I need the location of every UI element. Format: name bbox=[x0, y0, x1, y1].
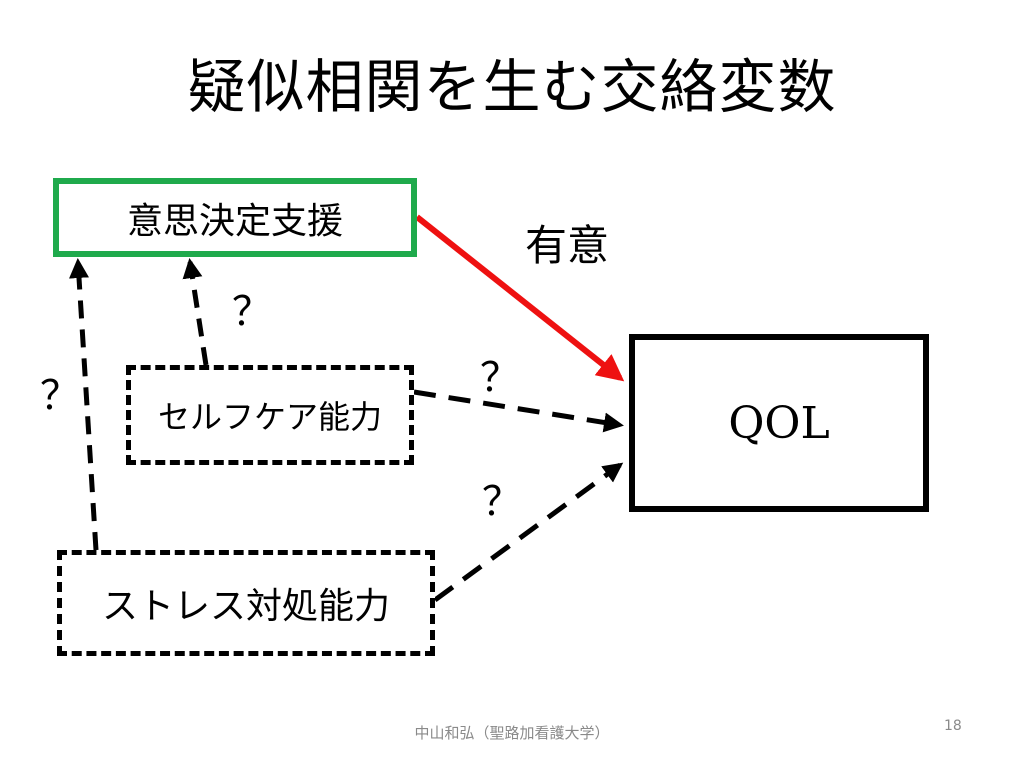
node-decision-support-label: 意思決定支援 bbox=[126, 200, 343, 242]
node-decision-support: 意思決定支援 bbox=[53, 178, 417, 257]
node-qol-label: QOL bbox=[728, 397, 830, 449]
edge-label-significant: 有意 bbox=[525, 221, 610, 270]
edge-stress-to-decision bbox=[69, 258, 99, 551]
node-selfcare: セルフケア能力 bbox=[126, 365, 414, 465]
node-stress-coping-label: ストレス対処能力 bbox=[101, 586, 390, 627]
edge-label-stress-to-decision: ？ bbox=[40, 373, 80, 419]
edge-stress-to-qol bbox=[433, 462, 624, 603]
node-selfcare-label: セルフケア能力 bbox=[157, 398, 382, 436]
slide-title: 疑似相関を生む交絡変数 bbox=[187, 53, 837, 121]
slide-footer: 中山和弘（聖路加看護大学） bbox=[414, 724, 610, 742]
node-qol: QOL bbox=[629, 334, 929, 512]
edge-selfcare-to-decision bbox=[182, 258, 209, 366]
page-number: 18 bbox=[944, 718, 962, 734]
edge-label-selfcare-to-qol: ？ bbox=[480, 355, 520, 401]
node-stress-coping: ストレス対処能力 bbox=[57, 550, 435, 656]
edge-label-stress-to-qol: ？ bbox=[482, 479, 522, 525]
edge-label-selfcare-to-decision: ？ bbox=[232, 289, 272, 335]
